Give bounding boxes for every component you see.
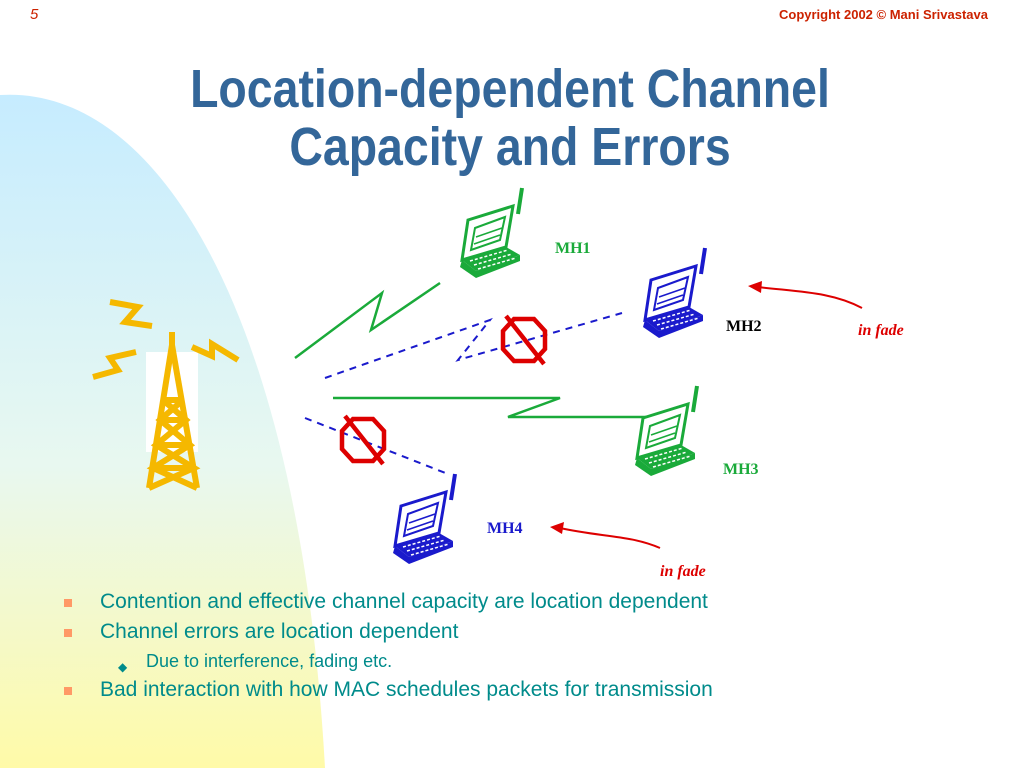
laptop-icon xyxy=(458,186,524,280)
host-label-mh4: MH4 xyxy=(487,520,523,537)
square-bullet-icon xyxy=(64,599,72,607)
host-label-mh3: MH3 xyxy=(723,461,759,478)
host-label-mh1: MH1 xyxy=(555,240,591,257)
title-line-1: Location-dependent Channel xyxy=(190,59,830,119)
slide-number: 5 xyxy=(30,6,39,23)
host-label-mh2: MH2 xyxy=(726,318,762,335)
fade-label-mh2: in fade xyxy=(858,322,904,339)
radio-wave-bolts xyxy=(92,299,240,380)
bullet-item: Bad interaction with how MAC schedules p… xyxy=(60,676,713,706)
sub-bullet-item: ◆Due to interference, fading etc. xyxy=(60,648,713,676)
faded-links xyxy=(304,312,623,475)
square-bullet-icon xyxy=(64,629,72,637)
laptop-icon xyxy=(391,472,457,566)
base-station-tower xyxy=(146,332,201,491)
arrow-head xyxy=(550,522,564,534)
title-line-2: Capacity and Errors xyxy=(289,117,731,177)
bullet-item: Channel errors are location dependent xyxy=(60,618,713,648)
square-bullet-icon xyxy=(64,687,72,695)
bullet-list: Contention and effective channel capacit… xyxy=(60,588,713,706)
slide-title: Location-dependent Channel Capacity and … xyxy=(149,60,871,176)
laptop-icon xyxy=(641,246,707,340)
no-connection-icon xyxy=(503,316,545,364)
copyright-text: Copyright 2002 © Mani Srivastava xyxy=(779,7,988,22)
good-links xyxy=(294,281,648,419)
no-connection-icon xyxy=(342,416,384,464)
arrow-head xyxy=(748,281,762,293)
diamond-bullet-icon: ◆ xyxy=(118,660,128,674)
fade-arrows xyxy=(559,286,863,549)
fade-label-mh4: in fade xyxy=(660,563,706,580)
laptop-icon xyxy=(633,384,699,478)
bullet-item: Contention and effective channel capacit… xyxy=(60,588,713,618)
